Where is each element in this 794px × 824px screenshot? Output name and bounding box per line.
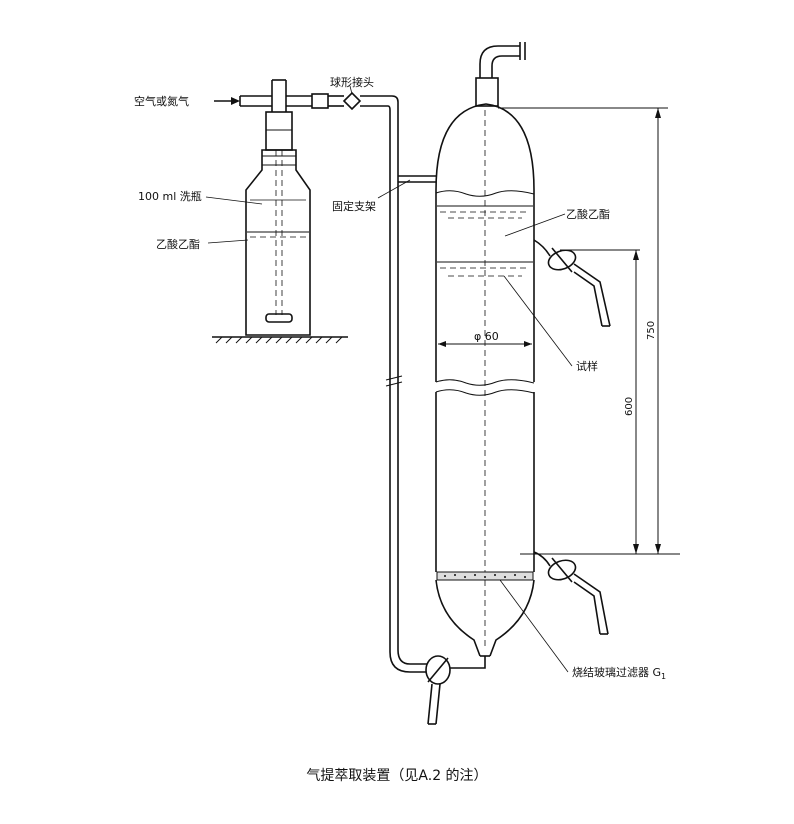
upper-stopcock bbox=[533, 239, 611, 327]
extraction-column bbox=[435, 42, 535, 669]
gas-inlet-arrow bbox=[214, 97, 240, 105]
label-fixed-support: 固定支架 bbox=[332, 199, 376, 213]
label-filter: 烧结玻璃过滤器 G1 bbox=[572, 665, 666, 681]
wash-bottle bbox=[212, 79, 348, 344]
lower-stopcock bbox=[533, 551, 609, 635]
ground-hatch bbox=[215, 336, 343, 344]
dim-600-label: 600 bbox=[624, 397, 635, 416]
label-diameter: φ 60 bbox=[474, 330, 499, 343]
label-ball-joint: 球形接头 bbox=[330, 75, 374, 89]
label-wash-bottle: 100 ml 洗瓶 bbox=[138, 189, 202, 203]
bottom-stopcock bbox=[425, 655, 451, 725]
fixed-support bbox=[398, 175, 436, 183]
label-ethyl-acetate-right: 乙酸乙酯 bbox=[566, 207, 610, 221]
dimension-750 bbox=[498, 107, 680, 555]
leader-lines bbox=[205, 85, 573, 673]
dim-750-label: 750 bbox=[646, 321, 657, 340]
figure-caption: 气提萃取装置（见A.2 的注） bbox=[306, 768, 487, 784]
label-ethyl-acetate-left: 乙酸乙酯 bbox=[156, 237, 200, 251]
frit-dots bbox=[444, 574, 526, 578]
dimension-600 bbox=[560, 249, 640, 554]
label-sample: 试样 bbox=[576, 359, 598, 373]
label-gas-inlet: 空气或氮气 bbox=[134, 94, 189, 108]
transfer-tube bbox=[342, 91, 432, 673]
